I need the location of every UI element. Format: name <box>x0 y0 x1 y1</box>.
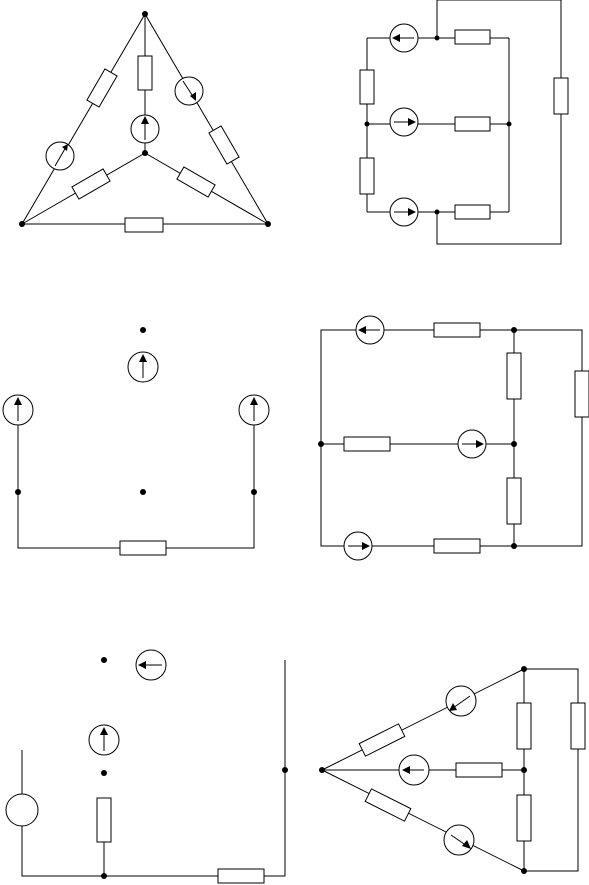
panel-b-ladder-circuit <box>359 0 569 245</box>
junction-dot <box>251 489 257 495</box>
resistor <box>208 125 240 165</box>
resistor <box>454 204 491 220</box>
source <box>5 793 39 827</box>
resistor <box>124 217 164 233</box>
wire <box>21 660 286 877</box>
source <box>88 724 120 756</box>
source <box>457 429 487 459</box>
junction-dot <box>101 770 107 776</box>
junction-dot <box>511 543 517 549</box>
resistor <box>516 702 532 750</box>
wire <box>321 769 525 872</box>
resistor <box>119 540 167 556</box>
resistor <box>358 723 406 757</box>
source <box>135 649 167 681</box>
junction-dot <box>521 666 527 672</box>
resistor <box>137 55 153 91</box>
junction-dot <box>140 489 146 495</box>
resistor <box>343 436 391 452</box>
resistor <box>454 29 491 45</box>
source <box>238 394 270 426</box>
panel-c-partial-circuit <box>2 327 270 556</box>
resistor <box>359 157 375 195</box>
junction-dot <box>140 327 146 333</box>
resistor <box>433 322 481 338</box>
junction-dot <box>282 767 288 773</box>
junction-dot <box>364 121 370 127</box>
wire <box>21 13 146 225</box>
panel-f-fan-circuit <box>319 666 586 874</box>
junction-dot <box>265 221 271 227</box>
junction-dot <box>511 441 517 447</box>
resistor <box>86 68 118 108</box>
source <box>389 197 419 227</box>
resistor <box>176 166 216 198</box>
resistor <box>553 77 569 115</box>
junction-dot <box>511 327 517 333</box>
source <box>45 141 75 171</box>
junction-dot <box>521 767 527 773</box>
panel-d-bridge-circuit <box>318 315 589 561</box>
junction-dot <box>142 150 148 156</box>
junction-dot <box>101 873 107 879</box>
junction-dot <box>19 221 25 227</box>
source <box>127 351 159 383</box>
source <box>398 754 430 786</box>
wire <box>524 668 579 872</box>
resistor <box>433 538 481 554</box>
resistor <box>454 116 491 132</box>
resistor <box>217 868 265 884</box>
panel-e-partial-circuit <box>5 649 288 884</box>
source <box>389 107 419 137</box>
junction-dot <box>101 657 107 663</box>
junction-dot <box>434 35 440 41</box>
junction-dot <box>142 11 148 17</box>
resistor <box>364 788 412 822</box>
junction-dot <box>506 121 512 127</box>
junction-dot <box>434 209 440 215</box>
source <box>389 23 419 53</box>
resistor <box>96 797 112 843</box>
source <box>174 76 204 106</box>
source <box>355 315 385 345</box>
source <box>443 824 475 856</box>
wire <box>321 668 525 771</box>
resistor <box>71 168 111 200</box>
resistor <box>516 794 532 842</box>
junction-dot <box>318 441 324 447</box>
resistor <box>506 352 522 400</box>
wire <box>17 424 255 549</box>
resistor <box>574 370 589 418</box>
junction-dot <box>15 489 21 495</box>
resistor <box>359 69 375 105</box>
wire <box>144 13 269 225</box>
resistor <box>455 762 503 778</box>
resistor <box>506 477 522 525</box>
resistor <box>570 702 586 750</box>
source <box>130 114 160 144</box>
source <box>445 685 477 717</box>
panel-a-triangle-circuit <box>19 11 271 233</box>
wire <box>436 0 562 245</box>
source <box>343 531 373 561</box>
junction-dot <box>319 767 325 773</box>
junction-dot <box>521 868 527 874</box>
source <box>2 394 34 426</box>
